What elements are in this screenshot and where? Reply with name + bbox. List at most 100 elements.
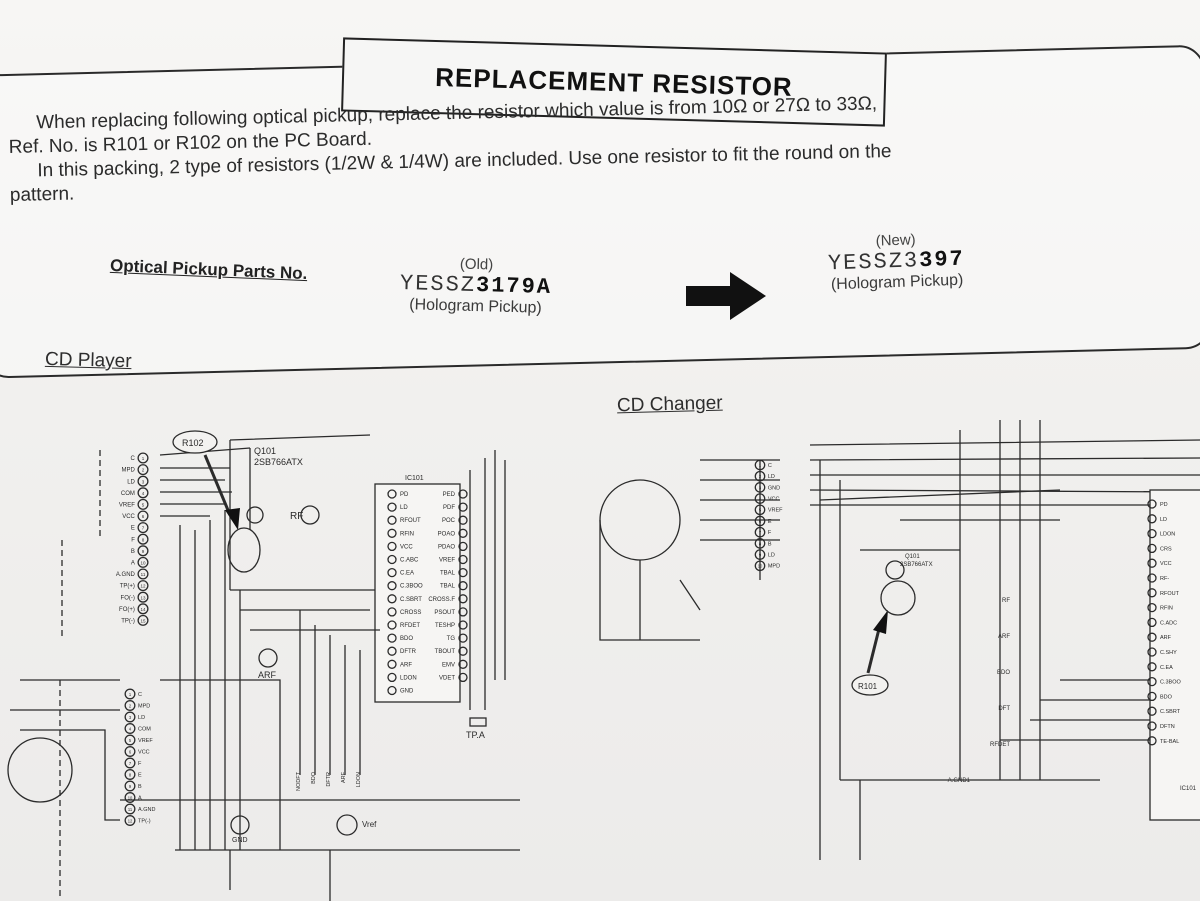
player-ic-right-pin-circle — [458, 581, 468, 591]
player-lower-connector-pin-label: A.GND — [138, 807, 155, 813]
player-lower-connector-pin-label: E — [138, 772, 142, 778]
changer-connector-pin-circle — [754, 504, 766, 516]
player-ic-left-pin-circle — [387, 502, 397, 512]
player-ic-right-pin-label: PSOUT — [434, 610, 455, 616]
old-code-prefix: YESSZ — [399, 271, 477, 298]
changer-signal-label: ARF — [998, 634, 1010, 640]
replacement-arrow-icon — [686, 272, 766, 320]
player-connector-pin-label: TP(-) — [121, 619, 135, 625]
player-connector-pin-label: FO(+) — [119, 607, 135, 613]
changer-connector-pin-number: 1 — [759, 463, 762, 468]
player-ic-right-pin-circle — [458, 541, 468, 552]
player-ic-right-pin-label: PED — [443, 492, 456, 498]
player-ic-right-pin-label: PDF — [443, 505, 455, 511]
changer-ic-pin-circle — [1147, 721, 1157, 731]
changer-connector-pin-circle — [754, 459, 766, 471]
changer-connector-pin-number: 4 — [759, 497, 762, 502]
changer-connector-pin-circle — [754, 470, 766, 482]
player-connector-pin-circle — [137, 533, 149, 545]
player-lower-connector-pin-circle — [124, 700, 136, 711]
changer-connector-pin-circle — [754, 515, 766, 527]
player-ic-right-pin-label: PDAO — [438, 544, 455, 550]
changer-signal-label: RFDET — [990, 742, 1010, 748]
player-connector-pin-number: 9 — [142, 549, 145, 554]
changer-signal-label: BDO — [997, 670, 1010, 676]
player-ic-left-pin-circle — [387, 594, 397, 604]
changer-ic-pin-label: C.EA — [1160, 665, 1173, 671]
changer-ic-pin-circle — [1147, 573, 1157, 583]
changer-ic-pin-label: RF- — [1160, 576, 1169, 582]
changer-connector-pin-number: 2 — [759, 474, 762, 479]
player-gnd-label: GND — [232, 837, 248, 844]
changer-connector-pin-label: E — [768, 519, 772, 525]
player-connector-pin-circle — [137, 452, 149, 464]
changer-ic-pin-label: C.SHY — [1160, 650, 1177, 656]
changer-ic-pin-label: VCC — [1160, 561, 1172, 567]
player-callout-label: R102 — [182, 438, 204, 448]
player-ic-left-pin-label: LDON — [400, 675, 417, 681]
player-ic-left-pin-label: C.ABC — [400, 558, 419, 564]
player-lower-connector-pin-number: 5 — [129, 738, 132, 743]
changer-connector-pin-number: 7 — [759, 530, 762, 535]
changer-connector-pin-circle — [754, 560, 766, 572]
player-ic-right-pin-circle — [458, 567, 468, 578]
player-connector: 1C2MPD3LD4COM5VREF6VCC7E8F9B10A11A.GND12… — [116, 452, 149, 626]
player-arf-label: ARF — [258, 670, 277, 680]
player-ic-left-pin-circle — [387, 620, 397, 630]
changer-ic-pin-circle — [1147, 514, 1157, 524]
player-lower-connector-pin-number: 2 — [129, 703, 132, 708]
player-ic-right-pin-label: TESHP — [435, 623, 455, 629]
player-lower-connector-pin-label: TP(-) — [138, 818, 151, 824]
changer-connector-pin-label: GND — [768, 485, 780, 491]
player-lower-connector-pin-label: MPD — [138, 703, 150, 709]
changer-ic-pin-circle — [1147, 558, 1157, 568]
player-ic-right-pin-circle — [458, 672, 468, 683]
changer-connector-pin-number: 8 — [759, 541, 762, 546]
player-connector-pin-label: COM — [121, 491, 135, 497]
player-connector-pin-label: LD — [127, 479, 135, 485]
old-code-suffix: 3179A — [475, 273, 553, 300]
player-lower-connector-pin-circle — [124, 734, 136, 746]
old-part: (Old) YESSZ3179A (Hologram Pickup) — [399, 254, 553, 318]
player-lower-connector-pin-number: 8 — [129, 772, 132, 777]
changer-ic-pin-circle — [1147, 617, 1157, 628]
player-lower-connector-pin-circle — [124, 746, 136, 757]
player-ic-left-pin-label: ARF — [400, 662, 412, 668]
player-connector-pin-circle — [137, 475, 149, 487]
player-lower-connector-pin-circle — [124, 757, 136, 769]
player-lower-connector-pin-number: 3 — [129, 715, 132, 720]
player-connector-pin-number: 10 — [140, 561, 146, 566]
player-connector-pin-number: 14 — [140, 607, 146, 612]
player-connector-pin-number: 12 — [140, 584, 146, 589]
player-ic-right-pin-circle — [458, 620, 468, 630]
new-code-prefix: YESSZ3 — [827, 248, 920, 277]
player-lower-connector-pin-label: F — [138, 761, 142, 767]
changer-connector-pin-label: LD — [768, 474, 775, 480]
player-lower-connector-pin-circle — [124, 723, 136, 734]
player-connector-pin-number: 11 — [141, 572, 146, 577]
player-lower-connector-pin-circle — [124, 815, 136, 826]
player-transistor-ref: Q101 — [254, 446, 276, 456]
player-lower-connector-pin-number: 10 — [128, 795, 133, 800]
player-lower-connector-pin-number: 11 — [128, 807, 133, 812]
player-ic-left-pin-circle — [387, 646, 397, 656]
player-ic-left-pin-label: RFOUT — [400, 518, 421, 524]
player-ic-right-pin-circle — [458, 489, 468, 499]
player-connector-pin-label: VCC — [122, 514, 135, 520]
player-lower-connector-pin-circle — [124, 792, 136, 803]
changer-ic-pin-circle — [1147, 588, 1157, 598]
changer-ic-pin-circle — [1147, 736, 1157, 746]
player-lower-connector-pin-label: COM — [138, 726, 151, 732]
changer-connector-pin-circle — [754, 493, 766, 504]
changer-connector-pin-label: B — [768, 541, 772, 547]
player-lower-connector-pin-circle — [124, 688, 136, 700]
player-connector-pin-number: 5 — [142, 503, 145, 508]
player-ic-left-pin-label: VCC — [400, 544, 413, 550]
player-ic-right-pin-circle — [458, 554, 468, 565]
player-connector-pin-circle — [137, 498, 149, 510]
player-connector-pin-circle — [137, 614, 149, 626]
player-ic-left-pin-circle — [387, 515, 397, 525]
changer-connector-pin-number: 3 — [759, 485, 762, 490]
